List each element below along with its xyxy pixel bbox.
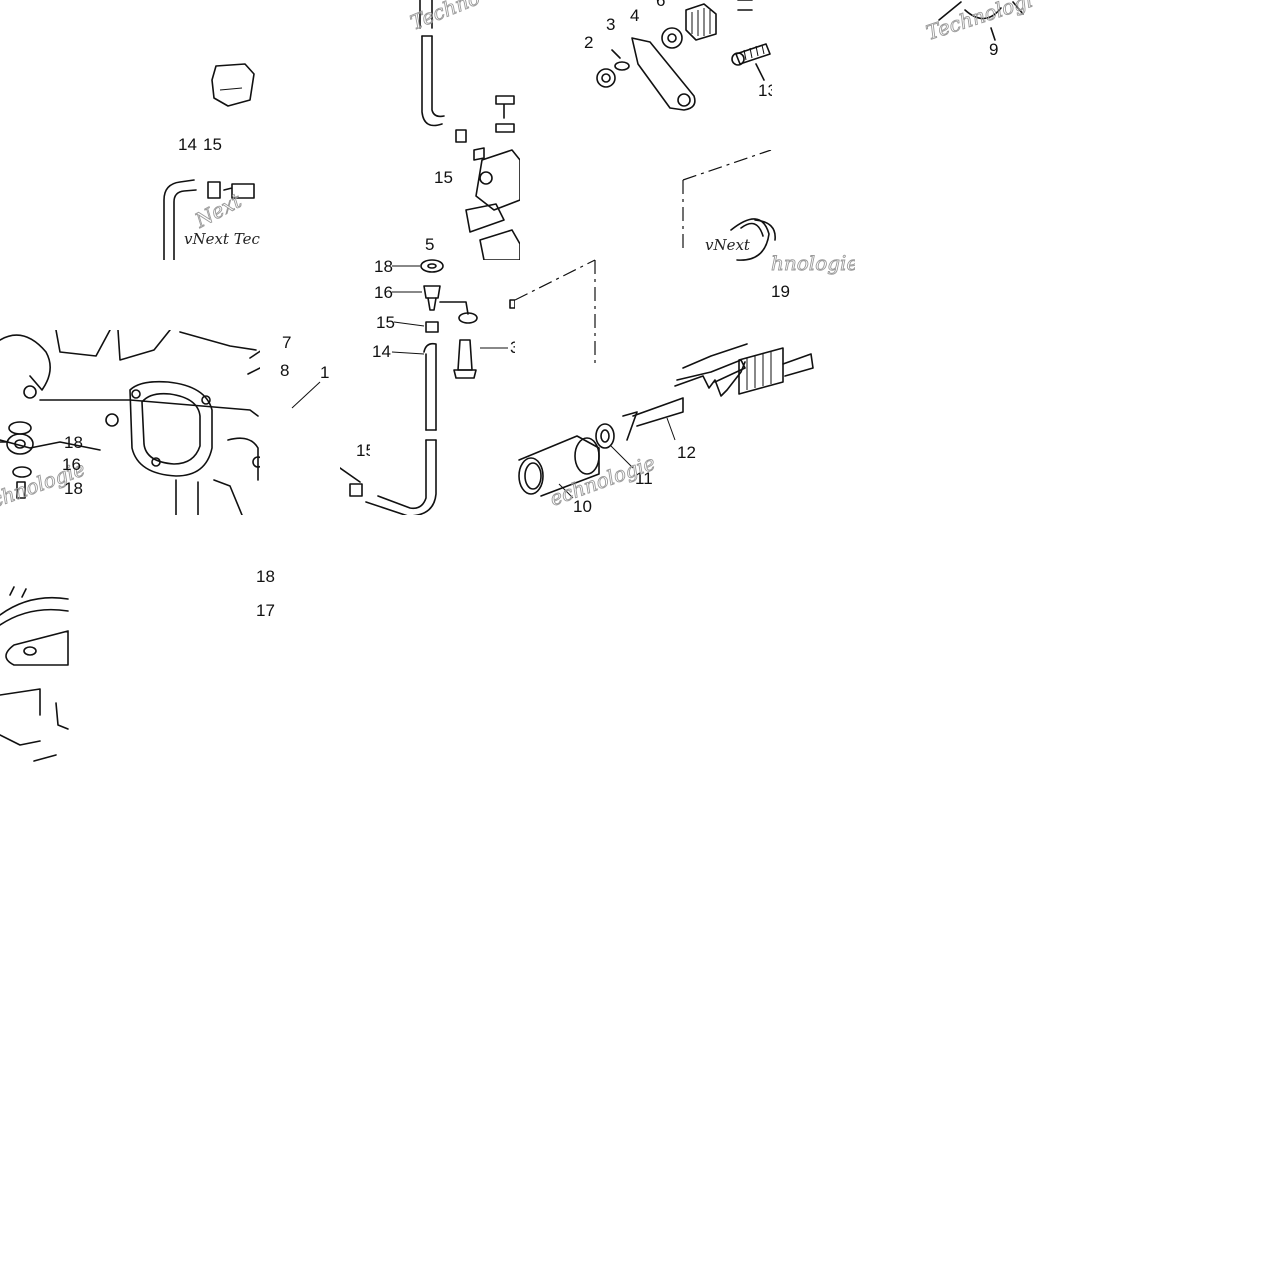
callout-7: 7: [282, 333, 291, 352]
callout-19: 19: [771, 282, 790, 301]
diagram-tile-hose-column: 5 18 16 15 14 3: [340, 230, 515, 515]
callout-15: 15: [356, 441, 370, 460]
diagram-tile-part-9: 9 Technologi: [925, 0, 1035, 65]
callout-18: 18: [64, 479, 83, 498]
callout-5: 5: [425, 235, 434, 254]
diagram-tile-hose-fitting: 15 Techno: [400, 0, 520, 260]
callout-16: 16: [374, 283, 393, 302]
callout-10: 10: [573, 497, 592, 515]
callout-3: 3: [510, 338, 515, 357]
callout-18: 18: [256, 567, 275, 586]
callout-17: 17: [256, 601, 275, 620]
callout-15: 15: [376, 313, 395, 332]
callout-12: 12: [677, 443, 696, 462]
callout-3: 3: [606, 15, 615, 34]
watermark: vNext Tec: [184, 230, 260, 248]
diagram-tile-gear-shaft: 19 12 11 10 vNext hnologies echnologie: [515, 150, 855, 515]
callout-8: 8: [280, 361, 289, 380]
diagram-tile-lower-left: 18 17: [0, 565, 290, 775]
callout-15: 15: [434, 168, 453, 187]
callout-4: 4: [630, 6, 639, 25]
callout-11: 11: [635, 469, 653, 488]
callout-13: 13: [758, 81, 772, 100]
diagram-tile-hose-upper-left: 14 15 vNext Tec Next: [150, 60, 260, 260]
diagram-tile-engine-callouts: 7 8 1 18 16 18 15: [30, 330, 370, 510]
callout-9: 9: [989, 40, 998, 59]
callout-6: 6: [656, 0, 665, 10]
callout-2: 2: [584, 33, 593, 52]
callout-14: 14: [372, 342, 391, 361]
callout-15: 15: [203, 135, 222, 154]
callout-18: 18: [374, 257, 393, 276]
watermark-outline: hnologies: [771, 251, 855, 275]
diagram-tile-engine-block: 7 chnologie: [0, 330, 260, 515]
watermark-outline: Next: [190, 188, 246, 233]
callout-18: 18: [64, 433, 83, 452]
callout-1: 1: [320, 363, 329, 382]
callout-14: 14: [178, 135, 197, 154]
watermark-outline: Technologi: [925, 0, 1035, 45]
callout-16: 16: [62, 455, 81, 474]
diagram-tile-lever: 2 3 4 6 13: [580, 0, 772, 150]
watermark: vNext: [705, 236, 751, 254]
watermark-outline: Techno: [407, 0, 483, 35]
